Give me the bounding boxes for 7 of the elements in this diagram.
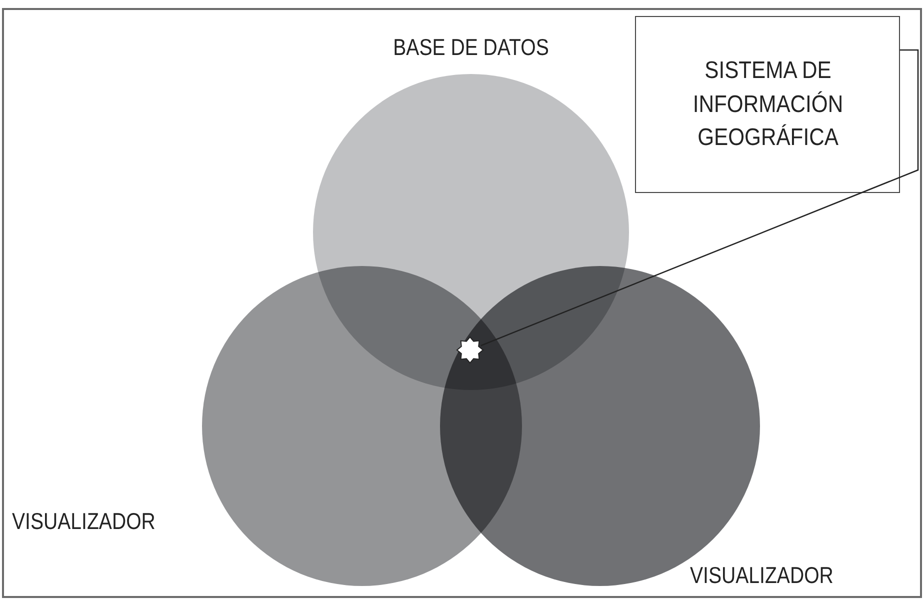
circle-label: VISUALIZADOR: [690, 562, 834, 589]
circle-label: BASE DE DATOS: [392, 34, 550, 61]
leader-line: [480, 49, 919, 346]
star-marker: [457, 337, 483, 363]
box-label: SISTEMA DE INFORMACIÓN GEOGRÁFICA: [691, 56, 844, 154]
text-box: [635, 16, 900, 193]
circle-label: VISUALIZADOR: [12, 508, 156, 535]
